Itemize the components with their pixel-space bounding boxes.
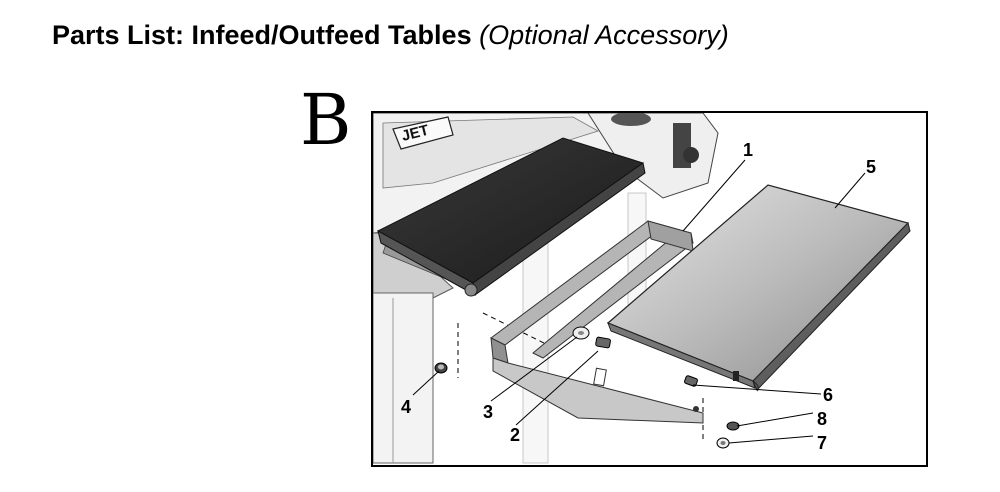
callout-8: 8 [817, 409, 827, 429]
callout-1: 1 [743, 140, 753, 160]
callout-3: 3 [483, 402, 493, 422]
table-surface [606, 184, 911, 392]
callout-5: 5 [866, 157, 876, 177]
title-subtitle: (Optional Accessory) [479, 20, 729, 50]
title-main: Parts List: Infeed/Outfeed Tables [52, 20, 472, 50]
callout-7: 7 [817, 433, 827, 453]
callout-6: 6 [823, 385, 833, 405]
exploded-view-drawing: JET [373, 113, 911, 464]
hardware [434, 326, 740, 449]
leader-lines [412, 159, 866, 444]
parts-diagram: JET [371, 111, 928, 467]
callout-2: 2 [510, 425, 520, 445]
bracket-frame [490, 220, 704, 424]
brand-label: JET [400, 122, 431, 145]
figure-letter: B [300, 79, 352, 161]
callout-4: 4 [401, 397, 411, 417]
page-title: Parts List: Infeed/Outfeed Tables (Optio… [52, 18, 729, 52]
conveyor-belt [376, 137, 646, 297]
part-callouts: 1 2 3 4 5 6 7 8 [401, 140, 876, 453]
